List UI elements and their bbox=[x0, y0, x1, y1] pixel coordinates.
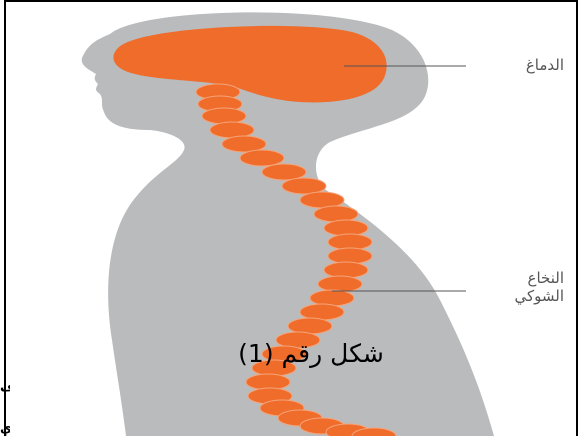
vertebra-10 bbox=[314, 206, 358, 222]
vertebra-16 bbox=[310, 290, 354, 306]
clipped-text-fragment-bottom: ي bbox=[0, 422, 10, 436]
vertebra-13 bbox=[328, 248, 372, 264]
vertebra-15 bbox=[318, 276, 362, 292]
brain-label: الدماغ bbox=[478, 56, 564, 74]
spinal-cord-label-line2: الشوكي bbox=[478, 287, 564, 305]
vertebra-14 bbox=[324, 262, 368, 278]
figure-caption: شكل رقم (1) bbox=[216, 337, 406, 371]
vertebra-11 bbox=[324, 220, 368, 236]
vertebra-3 bbox=[202, 108, 246, 124]
spinal-cord-label-line1: النخاع bbox=[478, 269, 564, 287]
vertebra-6 bbox=[240, 150, 284, 166]
clipped-text-fragment-top: ف bbox=[0, 381, 10, 395]
vertebra-7 bbox=[262, 164, 306, 180]
